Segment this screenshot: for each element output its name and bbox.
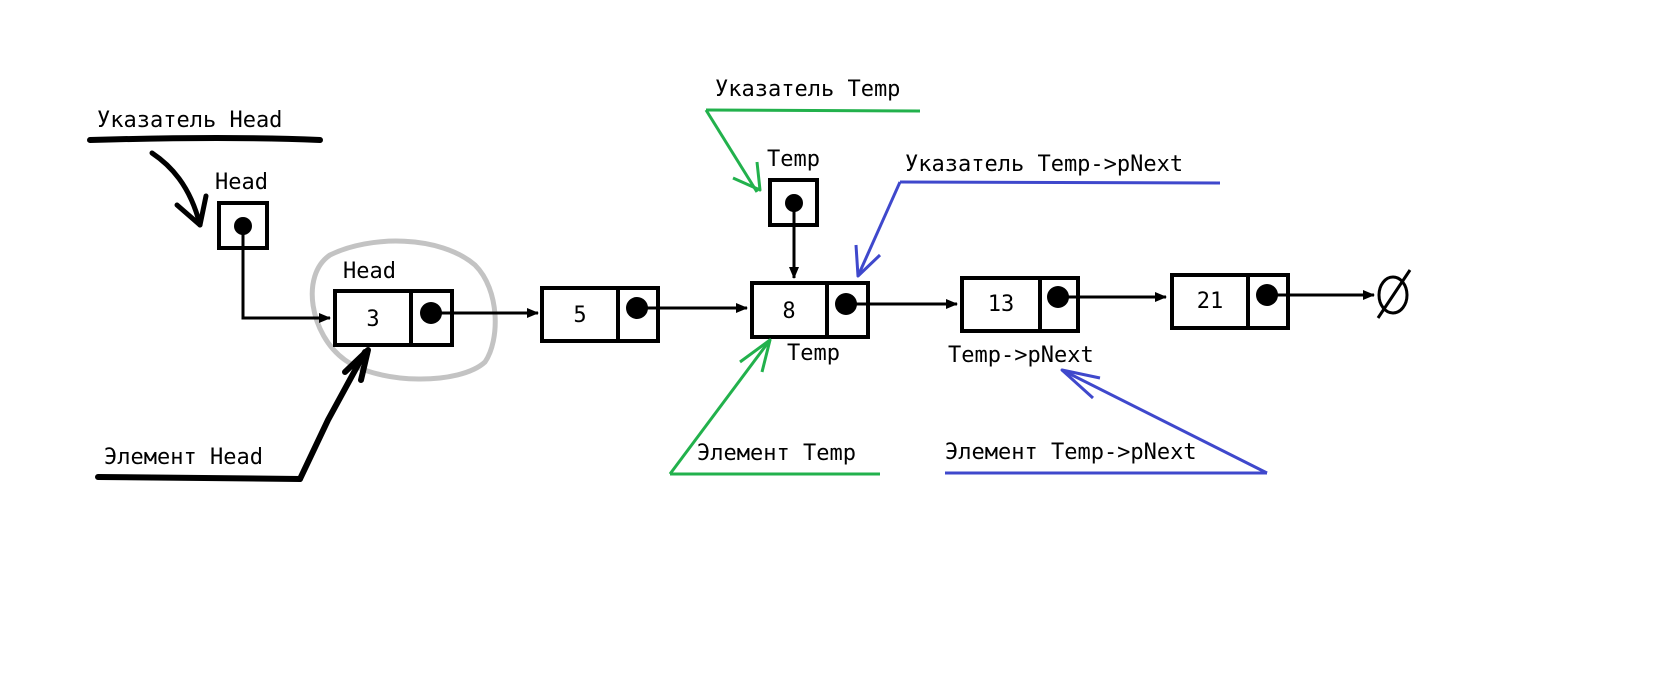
element-temp-pnext-arrow	[1061, 368, 1268, 475]
head-highlight-circle	[309, 238, 498, 382]
pointer-temp-arrow	[704, 109, 759, 193]
label-element-temp-pnext: Элемент Temp->pNext	[945, 440, 1197, 465]
node-value-3: 3	[366, 307, 380, 332]
label-element-temp: Элемент Temp	[697, 441, 856, 466]
pointer-temp-pnext-arrowhead	[854, 244, 882, 278]
label-temp-pnext-node: Temp->pNext	[948, 343, 1094, 368]
label-element-head: Элемент Head	[104, 445, 263, 470]
pointer-head-curve-arrow	[149, 150, 203, 228]
element-temp-pnext-arrowhead	[1060, 368, 1101, 400]
label-pointer-temp-pnext: Указатель Temp->pNext	[905, 152, 1184, 177]
pointer-temp-arrowhead	[732, 161, 762, 192]
node-21-box	[1170, 273, 1290, 330]
head-pointer-arrow	[241, 226, 331, 323]
node-13-box	[960, 276, 1080, 333]
null-symbol-circle	[1377, 275, 1409, 315]
node-3-box	[333, 289, 454, 347]
label-temp-node: Temp	[787, 341, 840, 366]
pointer-head-underline	[87, 135, 323, 143]
node-value-5: 5	[573, 303, 587, 328]
element-temp-arrow	[668, 339, 772, 475]
element-head-arrowhead	[342, 347, 371, 383]
label-temp-pointer-box: Temp	[767, 147, 820, 172]
label-pointer-head: Указатель Head	[97, 108, 283, 133]
node-value-21: 21	[1196, 289, 1224, 314]
pointer-temp-pnext-arrow	[856, 181, 902, 277]
node-8-box	[750, 281, 870, 339]
null-symbol-slash	[1376, 269, 1412, 319]
pointer-temp-underline	[705, 108, 921, 113]
element-head-underline	[95, 474, 303, 482]
node-value-13: 13	[987, 292, 1015, 317]
node-value-8: 8	[782, 299, 796, 324]
element-temp-arrowhead	[739, 338, 772, 373]
label-pointer-temp: Указатель Temp	[715, 77, 901, 102]
pointer-temp-pnext-underline	[899, 180, 1221, 185]
label-head-node: Head	[343, 259, 396, 284]
element-head-arrow	[297, 349, 368, 482]
pointer-head-curve-arrowhead	[174, 193, 209, 228]
label-head-pointer-box: Head	[215, 170, 268, 195]
node-5-box	[540, 286, 660, 343]
